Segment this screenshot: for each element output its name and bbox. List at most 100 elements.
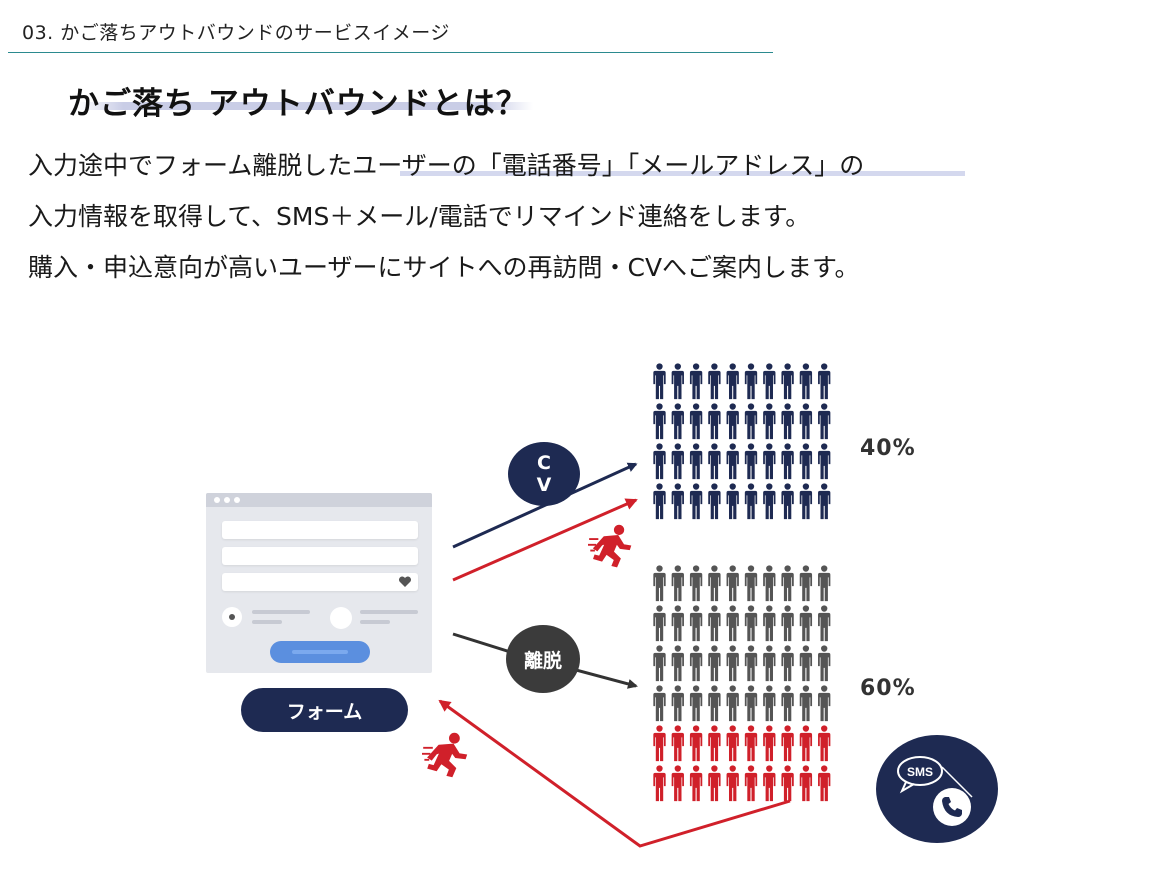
person-icon: [781, 565, 794, 602]
description-line-1: 入力途中でフォーム離脱したユーザーの「電話番号」「メールアドレス」の: [28, 151, 865, 180]
cv-badge-line-2: V: [536, 474, 552, 496]
person-icon: [689, 765, 703, 802]
person-icon: [799, 685, 813, 722]
person-icon: [726, 363, 739, 400]
person-icon: [708, 403, 721, 440]
person-icon: [671, 605, 684, 642]
person-icon: [671, 565, 684, 602]
person-icon: [818, 443, 831, 480]
person-icon: [781, 725, 794, 762]
person-icon: [744, 443, 758, 480]
person-icon: [799, 483, 813, 520]
person-icon: [653, 765, 666, 802]
person-icon: [763, 443, 776, 480]
exit-badge: 離脱: [506, 625, 580, 693]
recovered-cv-arrow: [452, 498, 638, 582]
person-icon: [708, 725, 721, 762]
person-icon: [818, 565, 831, 602]
person-icon: [799, 565, 813, 602]
person-icon: [744, 765, 758, 802]
person-icon: [763, 565, 776, 602]
submit-button-illustration: [270, 641, 370, 663]
person-icon: [781, 685, 794, 722]
header-divider: [8, 52, 773, 53]
person-icon: [726, 565, 739, 602]
person-icon: [671, 725, 684, 762]
person-icon: [781, 605, 794, 642]
form-window-bar: [206, 493, 432, 507]
person-icon: [653, 645, 666, 682]
person-icon: [744, 483, 758, 520]
person-icon: [671, 685, 684, 722]
radio-option-selected: [222, 607, 242, 627]
window-dot: [234, 497, 240, 503]
form-field: [222, 547, 418, 565]
slide-title: かご落ち アウトバウンドとは？: [68, 86, 528, 122]
text-highlight: [400, 171, 965, 176]
person-icon: [671, 403, 684, 440]
person-icon: [744, 645, 758, 682]
person-icon: [653, 725, 666, 762]
exit-percentage: 60%: [860, 676, 916, 701]
person-icon: [763, 725, 776, 762]
person-icon: [799, 443, 813, 480]
person-icon: [689, 685, 703, 722]
person-icon: [671, 443, 684, 480]
form-field: [222, 521, 418, 539]
sms-label: SMS: [907, 765, 933, 779]
person-icon: [671, 483, 684, 520]
person-icon: [671, 363, 684, 400]
person-icon: [726, 443, 739, 480]
person-icon: [689, 725, 703, 762]
cv-badge-line-1: C: [537, 452, 551, 474]
person-icon: [744, 605, 758, 642]
heart-icon: [398, 576, 412, 587]
return-arrow: [438, 699, 791, 848]
person-icon: [689, 565, 703, 602]
section-header: 03. かご落ちアウトバウンドのサービスイメージ: [22, 22, 450, 44]
person-icon: [818, 685, 831, 722]
person-icon: [653, 403, 666, 440]
option-text-placeholder: [360, 620, 390, 624]
person-icon: [689, 443, 703, 480]
window-dot: [224, 497, 230, 503]
person-icon: [818, 403, 831, 440]
person-icon: [708, 565, 721, 602]
person-icon: [653, 605, 666, 642]
person-icon: [726, 685, 739, 722]
option-text-placeholder: [360, 610, 418, 614]
person-icon: [726, 765, 739, 802]
person-icon: [708, 483, 721, 520]
person-icon: [671, 765, 684, 802]
person-icon: [781, 483, 794, 520]
person-icon: [818, 725, 831, 762]
person-icon: [689, 605, 703, 642]
window-dot: [214, 497, 220, 503]
cv-percentage: 40%: [860, 436, 916, 461]
person-icon: [708, 645, 721, 682]
person-icon: [781, 403, 794, 440]
person-icon: [708, 363, 721, 400]
form-label: フォーム: [241, 688, 408, 732]
person-icon: [799, 403, 813, 440]
person-icon: [763, 403, 776, 440]
person-icon: [818, 483, 831, 520]
person-icon: [744, 403, 758, 440]
description-line-2: 入力情報を取得して、SMS＋メール/電話でリマインド連絡をします。: [28, 202, 811, 231]
person-icon: [726, 725, 739, 762]
person-icon: [726, 483, 739, 520]
person-icon: [744, 565, 758, 602]
person-icon: [689, 363, 703, 400]
person-icon: [744, 363, 758, 400]
person-icon: [763, 765, 776, 802]
person-icon: [726, 403, 739, 440]
person-icon: [744, 685, 758, 722]
person-icon: [671, 645, 684, 682]
person-icon: [744, 725, 758, 762]
running-person-icon: [422, 732, 468, 778]
sms-icon: SMS: [897, 756, 973, 798]
person-icon: [799, 605, 813, 642]
form-field: [222, 573, 418, 591]
person-icon: [763, 645, 776, 682]
